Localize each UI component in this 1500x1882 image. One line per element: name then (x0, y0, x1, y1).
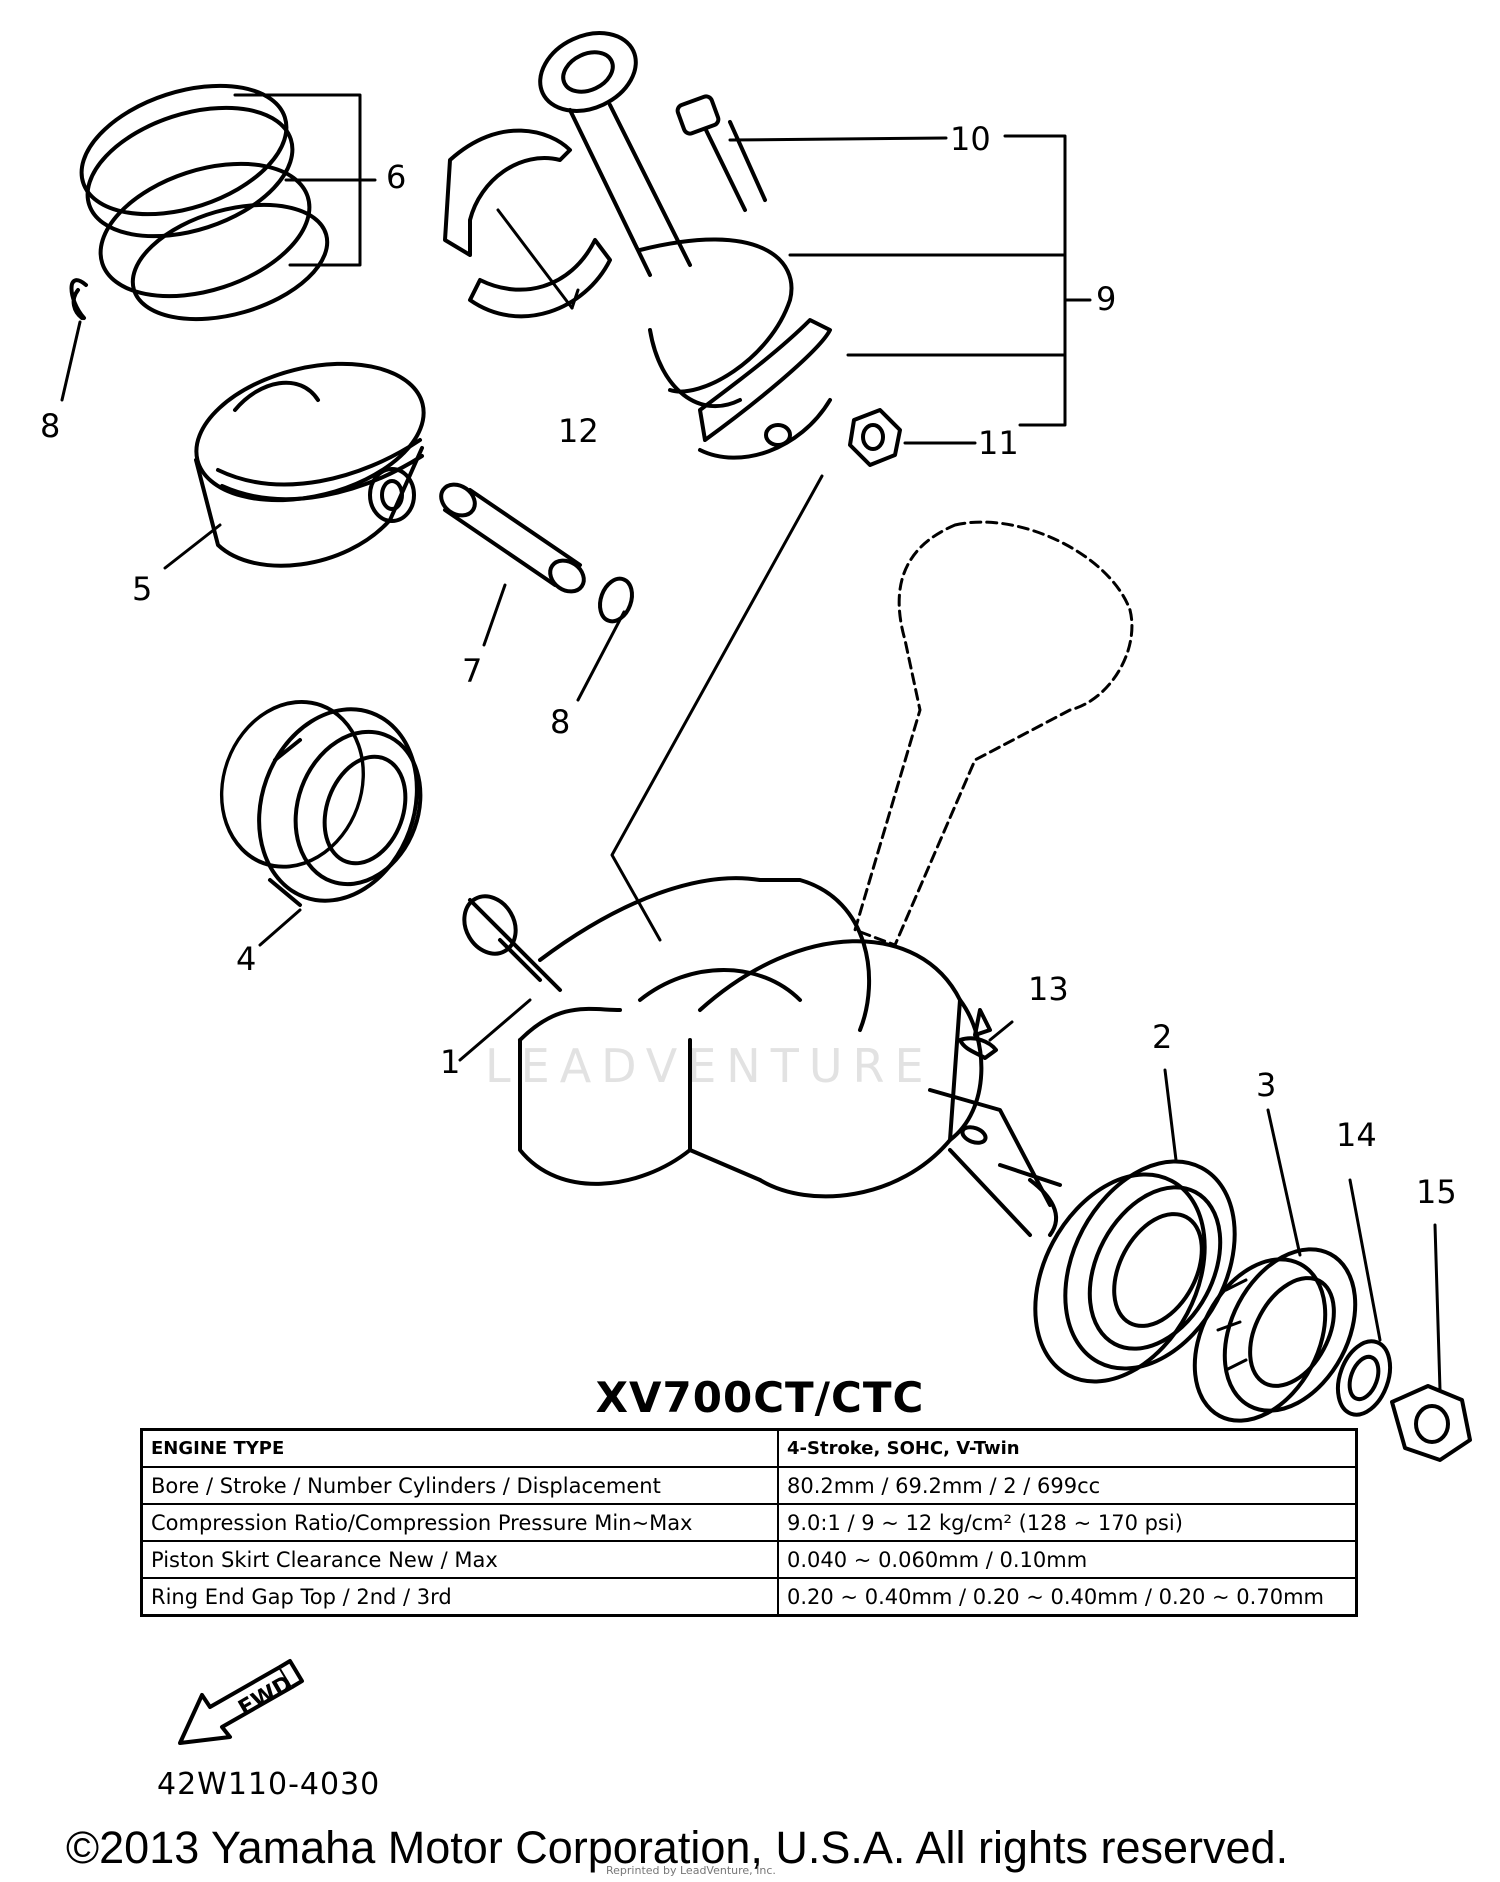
callout-4: 4 (236, 940, 256, 978)
callout-13: 13 (1028, 970, 1069, 1008)
callout-2: 2 (1152, 1018, 1172, 1056)
spec-label: Piston Skirt Clearance New / Max (140, 1540, 779, 1579)
spec-row: Bore / Stroke / Number Cylinders / Displ… (140, 1466, 1358, 1505)
spec-label: Bore / Stroke / Number Cylinders / Displ… (140, 1466, 779, 1505)
callout-6: 6 (386, 158, 406, 196)
spec-row: ENGINE TYPE 4-Stroke, SOHC, V-Twin (140, 1428, 1358, 1468)
reprint-note: Reprinted by LeadVenture, Inc. (606, 1864, 776, 1877)
piston-pin (439, 482, 586, 594)
callout-3: 3 (1256, 1066, 1276, 1104)
piston-ring-set (79, 83, 330, 322)
spec-value: 0.20 ~ 0.40mm / 0.20 ~ 0.40mm / 0.20 ~ 0… (777, 1577, 1358, 1617)
spec-label: ENGINE TYPE (140, 1428, 779, 1468)
key (958, 1036, 998, 1060)
spec-value: 80.2mm / 69.2mm / 2 / 699cc (777, 1466, 1358, 1505)
spec-value: 4-Stroke, SOHC, V-Twin (777, 1428, 1358, 1468)
piston-pin-clip-right (598, 576, 634, 624)
callout-11: 11 (978, 424, 1019, 462)
callout-1: 1 (440, 1043, 460, 1081)
plain-bearing (443, 128, 612, 319)
callout-12: 12 (558, 412, 599, 450)
callout-9: 9 (1096, 280, 1116, 318)
callout-15: 15 (1416, 1173, 1457, 1211)
model-title: XV700CT/CTC (595, 1373, 925, 1422)
forward-arrow-icon: FWD (178, 1659, 304, 1745)
part-number: 42W110-4030 (157, 1767, 381, 1802)
spec-row: Ring End Gap Top / 2nd / 3rd 0.20 ~ 0.40… (140, 1577, 1358, 1617)
callout-8-left: 8 (40, 407, 60, 445)
spec-row: Piston Skirt Clearance New / Max 0.040 ~… (140, 1540, 1358, 1579)
callout-7: 7 (462, 652, 482, 690)
spec-label: Ring End Gap Top / 2nd / 3rd (140, 1577, 779, 1617)
spec-value: 0.040 ~ 0.060mm / 0.10mm (777, 1540, 1358, 1579)
crankshaft (462, 876, 1062, 1237)
leader-lines (60, 93, 1442, 1392)
phantom-connecting-rod (853, 520, 1134, 947)
spec-row: Compression Ratio/Compression Pressure M… (140, 1503, 1358, 1542)
callout-10: 10 (950, 120, 991, 158)
washer (1335, 1339, 1393, 1417)
callout-5: 5 (132, 570, 152, 608)
spec-label: Compression Ratio/Compression Pressure M… (140, 1503, 779, 1542)
copyright-notice: ©2013 Yamaha Motor Corporation, U.S.A. A… (66, 1822, 1289, 1873)
callout-14: 14 (1336, 1116, 1377, 1154)
bearing-3 (1192, 1247, 1358, 1423)
bearing-4 (219, 699, 423, 907)
piston-pin-clip-left (69, 278, 88, 320)
connecting-rod-assembly (538, 31, 832, 460)
spec-table: ENGINE TYPE 4-Stroke, SOHC, V-Twin Bore … (140, 1428, 1358, 1617)
nut-15 (1390, 1384, 1472, 1462)
nut (848, 408, 902, 467)
bolt (675, 94, 767, 212)
watermark: LEADVENTURE (485, 1039, 934, 1093)
spec-value: 9.0:1 / 9 ~ 12 kg/cm² (128 ~ 170 psi) (777, 1503, 1358, 1542)
callout-8-right: 8 (550, 703, 570, 741)
piston (194, 361, 426, 568)
